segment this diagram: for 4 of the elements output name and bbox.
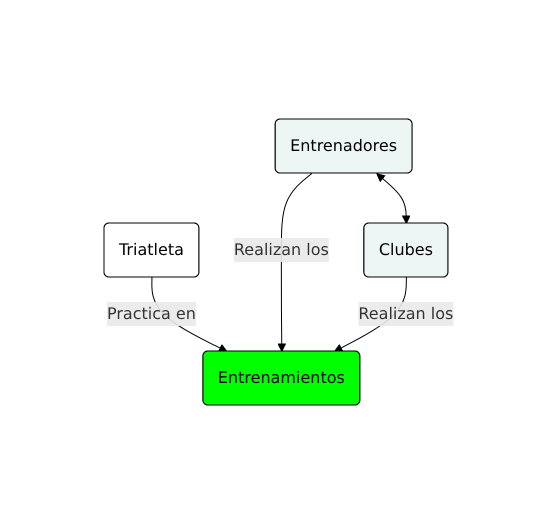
edge-label: Realizan los xyxy=(234,240,330,258)
arrow xyxy=(376,172,411,224)
edge-label: Practica en xyxy=(107,304,196,322)
edge-label: Realizan los xyxy=(358,304,454,322)
